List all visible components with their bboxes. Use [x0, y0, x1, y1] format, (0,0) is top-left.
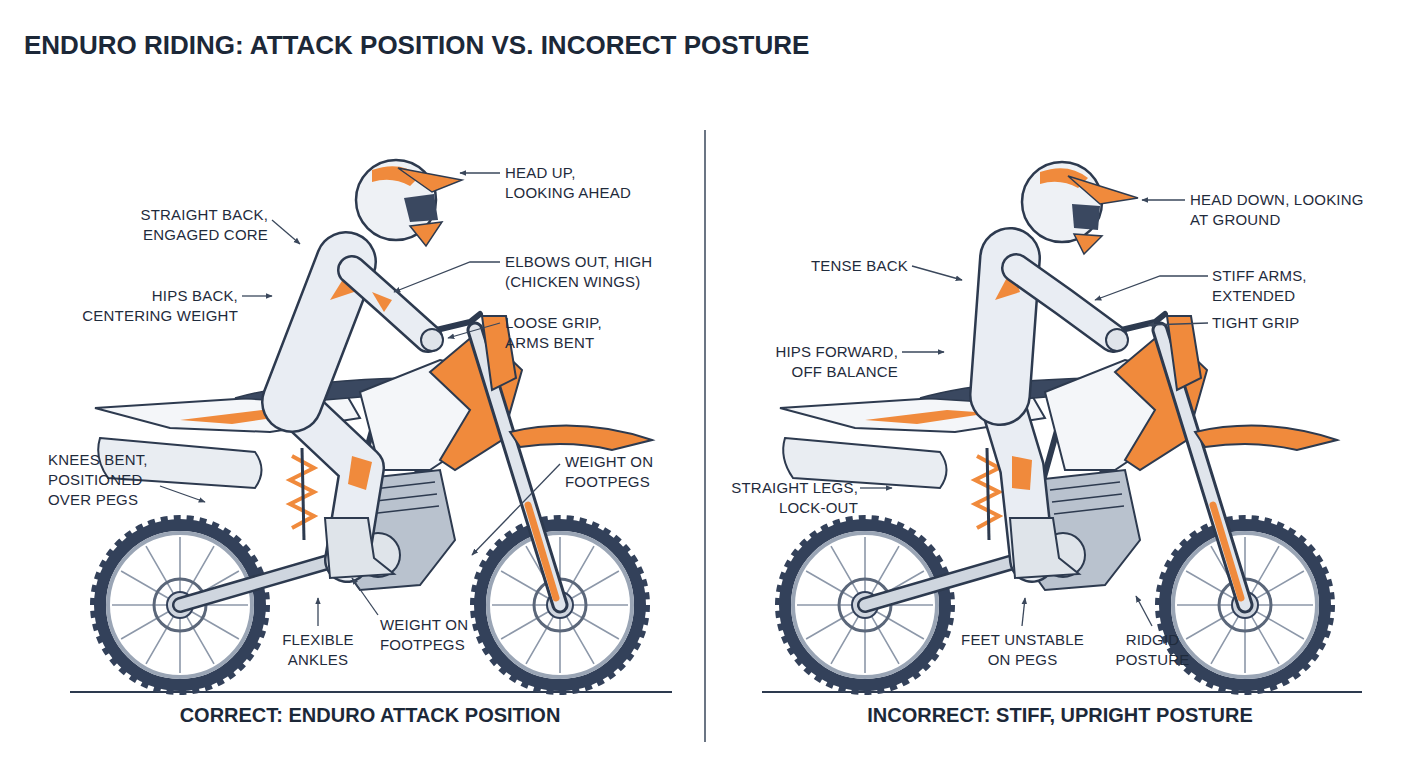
rider-stiff: [1010, 518, 1079, 578]
callout-label: RIDGID POSTURE: [1105, 630, 1200, 670]
rider-attack: [410, 222, 442, 246]
callout-label: WEIGHT ON FOOTPEGS: [565, 452, 675, 492]
rider-stiff: [1022, 162, 1102, 242]
callout-label: KNEES BENT, POSITIONED OVER PEGS: [48, 450, 168, 510]
panel-caption: INCORRECT: STIFF, UPRIGHT POSTURE: [760, 704, 1360, 727]
leader-line: [160, 173, 1208, 626]
leader-line: [1142, 199, 1185, 200]
rider-stiff: [1016, 268, 1113, 338]
rider-attack: [352, 270, 428, 338]
rider-stiff: [1012, 456, 1032, 490]
callout-label: TIGHT GRIP: [1212, 313, 1322, 333]
leader-line: [472, 464, 560, 555]
dirt-bike: [93, 314, 652, 692]
ground-line: [70, 691, 1362, 693]
leader-line: [448, 323, 500, 338]
rider-attack: [292, 262, 346, 402]
callout-label: LOOSE GRIP, ARMS BENT: [505, 313, 630, 353]
leader-line: [1148, 323, 1208, 325]
leader-line: [242, 295, 272, 296]
leader-line: [352, 578, 378, 615]
panel-caption: CORRECT: ENDURO ATTACK POSITION: [70, 704, 670, 727]
leader-line: [1136, 596, 1152, 626]
divider: [704, 130, 706, 742]
rider-stiff: [1072, 204, 1100, 230]
callout-label: HEAD UP, LOOKING AHEAD: [505, 163, 640, 203]
callout-label: HIPS BACK, CENTERING WEIGHT: [68, 286, 238, 326]
callout-label: ELBOWS OUT, HIGH (CHICKEN WINGS): [505, 252, 670, 292]
leader-line: [912, 266, 962, 280]
callout-label: FLEXIBLE ANKLES: [268, 630, 368, 670]
leader-line: [317, 598, 318, 626]
callout-label: FEET UNSTABLE ON PEGS: [950, 630, 1095, 670]
callout-label: STRAIGHT LEGS, LOCK-OUT: [708, 478, 858, 518]
rider-attack: [292, 262, 346, 402]
callout-label: WEIGHT ON FOOTPEGS: [380, 615, 490, 655]
rider-attack: [292, 160, 462, 578]
rider-attack: [348, 456, 372, 490]
leader-line: [160, 486, 205, 502]
diagram-title: ENDURO RIDING: ATTACK POSITION VS. INCOR…: [24, 30, 809, 61]
rider-attack: [325, 518, 394, 578]
rider-stiff: [995, 162, 1138, 578]
leader-line: [394, 262, 500, 292]
leader-line: [902, 351, 944, 352]
rider-stiff: [1016, 268, 1113, 338]
rider-attack: [398, 168, 462, 192]
leader-line: [272, 220, 300, 244]
leader-line: [860, 487, 892, 488]
rider-attack: [421, 329, 443, 351]
leader-line: [1095, 276, 1208, 300]
rider-attack: [352, 270, 428, 338]
leader-line: [460, 172, 500, 173]
callout-label: STRAIGHT BACK, ENGAGED CORE: [118, 205, 268, 245]
callout-label: HEAD DOWN, LOOKING AT GROUND: [1190, 190, 1370, 230]
rider-attack: [404, 194, 438, 222]
divider: [705, 130, 706, 742]
callout-label: STIFF ARMS, EXTENDED: [1212, 266, 1342, 306]
ground-line: [70, 692, 1362, 693]
rider-stiff: [1106, 329, 1128, 351]
rider-stiff: [1074, 234, 1102, 254]
callout-label: TENSE BACK: [808, 256, 908, 276]
rider-attack: [372, 292, 392, 312]
rider-stiff: [1068, 176, 1138, 204]
callout-label: HIPS FORWARD, OFF BALANCE: [748, 342, 898, 382]
leader-line: [1022, 598, 1025, 626]
